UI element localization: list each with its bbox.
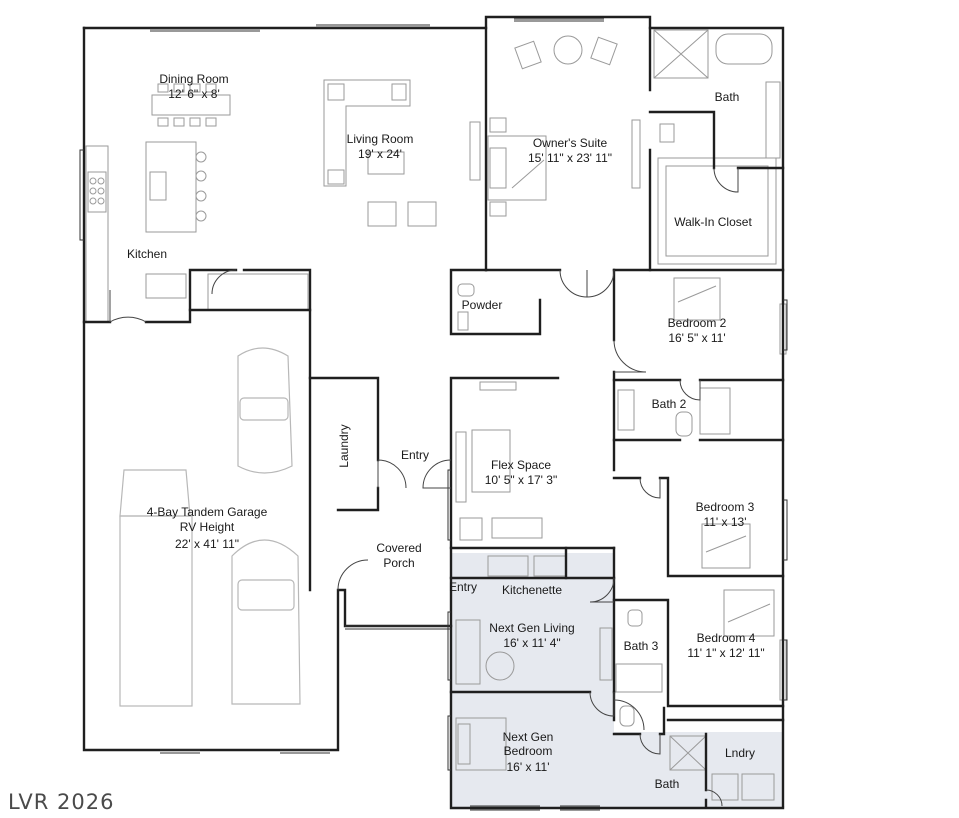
windows bbox=[79, 18, 788, 811]
furniture bbox=[85, 29, 787, 801]
label-bedroom-2: Bedroom 2 bbox=[668, 316, 727, 330]
label-entry-next-gen: Entry bbox=[449, 580, 477, 594]
label-next-gen-bath: Bath bbox=[655, 777, 680, 791]
walls bbox=[82, 15, 785, 810]
label-bath-2: Bath 2 bbox=[652, 397, 687, 411]
label-living-room: Living Room bbox=[347, 132, 414, 146]
label-bedroom-4: Bedroom 4 bbox=[697, 631, 756, 645]
label-next-gen-living-dims: 16' x 11' 4" bbox=[503, 636, 560, 650]
label-walk-in-closet: Walk-In Closet bbox=[674, 215, 752, 229]
label-next-gen-bedroom-dims: 16' x 11' bbox=[506, 760, 549, 774]
label-owner-bath: Bath bbox=[715, 90, 740, 104]
label-living-room-dims: 19' x 24' bbox=[358, 147, 402, 161]
label-bedroom-3-dims: 11' x 13' bbox=[703, 515, 746, 529]
label-dining-room: Dining Room bbox=[159, 72, 228, 86]
label-garage-rv: RV Height bbox=[180, 520, 235, 534]
label-kitchen: Kitchen bbox=[127, 247, 167, 261]
label-next-gen-living: Next Gen Living bbox=[489, 621, 574, 635]
label-garage: 4-Bay Tandem Garage bbox=[147, 505, 268, 519]
label-covered: Covered bbox=[376, 541, 421, 555]
watermark: LVR 2026 bbox=[8, 790, 114, 814]
label-bedroom-3: Bedroom 3 bbox=[696, 500, 755, 514]
label-entry-main: Entry bbox=[401, 448, 429, 462]
label-kitchenette: Kitchenette bbox=[502, 583, 562, 597]
label-dining-room-dims: 12' 6" x 8' bbox=[168, 87, 220, 101]
label-flex-space: Flex Space bbox=[491, 458, 551, 472]
doors bbox=[109, 167, 739, 807]
label-owners-suite-dims: 15' 11" x 23' 11" bbox=[528, 151, 612, 165]
label-laundry: Laundry bbox=[337, 424, 351, 467]
label-lndry: Lndry bbox=[725, 746, 755, 760]
label-bedroom-4-dims: 11' 1" x 12' 11" bbox=[687, 646, 764, 660]
label-next-gen-bedroom-2: Bedroom bbox=[504, 744, 553, 758]
label-bath-3: Bath 3 bbox=[624, 639, 659, 653]
label-owners-suite: Owner's Suite bbox=[533, 136, 608, 150]
label-bedroom-2-dims: 16' 5" x 11' bbox=[668, 331, 725, 345]
label-garage-dims: 22' x 41' 11" bbox=[175, 537, 239, 551]
room-labels: Dining Room 12' 6" x 8' Living Room 19' … bbox=[127, 72, 765, 791]
label-next-gen-bedroom: Next Gen bbox=[503, 730, 554, 744]
label-powder: Powder bbox=[462, 298, 503, 312]
label-porch: Porch bbox=[383, 556, 414, 570]
label-flex-space-dims: 10' 5" x 17' 3" bbox=[485, 473, 557, 487]
